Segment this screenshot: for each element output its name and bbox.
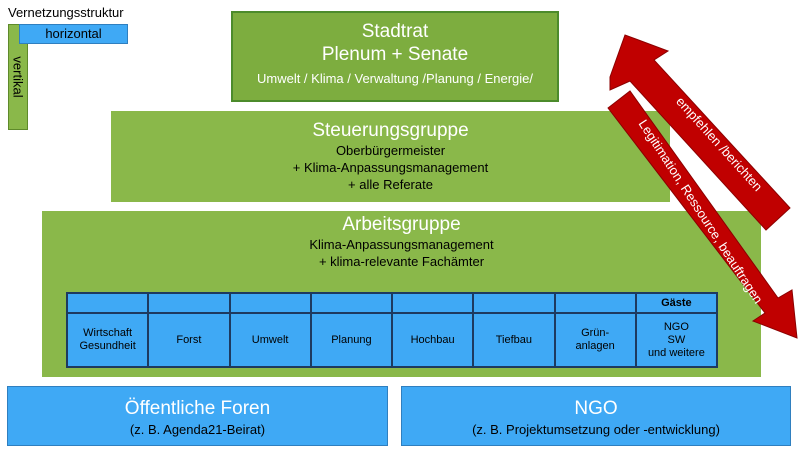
ngo-subtitle: (z. B. Projektumsetzung oder -entwicklun… xyxy=(472,422,720,437)
grid-header-cell xyxy=(554,293,636,313)
steuerungsgruppe-line: + Klima-Anpassungsmanagement xyxy=(292,160,489,175)
foren-subtitle: (z. B. Agenda21-Beirat) xyxy=(129,422,266,437)
grid-header-cell xyxy=(67,293,149,313)
grid-cell-forst: Forst xyxy=(148,313,230,367)
grid-header-cell xyxy=(229,293,311,313)
arbeitsgruppe-line: Klima-Anpassungsmanagement xyxy=(309,237,494,252)
stadtrat-title: Stadtrat xyxy=(361,21,429,42)
legend-title: Vernetzungsstruktur xyxy=(8,5,124,20)
legend-horizontal: horizontal xyxy=(19,24,128,44)
grid-header-cell xyxy=(392,293,474,313)
stadtrat-box: Stadtrat Plenum + Senate Umwelt / Klima … xyxy=(231,11,559,102)
ngo-box: NGO (z. B. Projektumsetzung oder -entwic… xyxy=(401,386,791,446)
grid-cell-planung: Planung xyxy=(310,313,392,367)
steuerungsgruppe-line: + alle Referate xyxy=(348,177,433,192)
grid-header-cell xyxy=(148,293,230,313)
legend-vertical: vertikal xyxy=(8,24,28,130)
steuerungsgruppe-box: Steuerungsgruppe Oberbürgermeister + Kli… xyxy=(111,111,670,202)
arbeitsgruppe-title: Arbeitsgruppe xyxy=(342,214,461,235)
legend-vertical-label: vertikal xyxy=(10,56,26,98)
grid-cell-tiefbau: Tiefbau xyxy=(473,313,555,367)
steuerungsgruppe-title: Steuerungsgruppe xyxy=(312,120,469,141)
grid-cell-gruenanlagen: Grün-anlagen xyxy=(554,313,636,367)
grid-cell-hochbau: Hochbau xyxy=(392,313,474,367)
steuerungsgruppe-line: Oberbürgermeister xyxy=(335,143,446,158)
grid-header-cell xyxy=(473,293,555,313)
stadtrat-subtitle: Plenum + Senate xyxy=(321,44,469,65)
arrow-up-label: empfehlen /berichten xyxy=(673,94,765,194)
ngo-title: NGO xyxy=(574,398,618,419)
foren-title: Öffentliche Foren xyxy=(124,398,271,419)
oeffentliche-foren-box: Öffentliche Foren (z. B. Agenda21-Beirat… xyxy=(7,386,388,446)
grid-header-cell xyxy=(310,293,392,313)
arbeitsgruppe-line: + klima-relevante Fachämter xyxy=(318,254,485,269)
grid-cell-umwelt: Umwelt xyxy=(229,313,311,367)
grid-header-guests: Gäste xyxy=(635,293,717,313)
stadtrat-topics: Umwelt / Klima / Verwaltung /Planung / E… xyxy=(256,71,534,86)
